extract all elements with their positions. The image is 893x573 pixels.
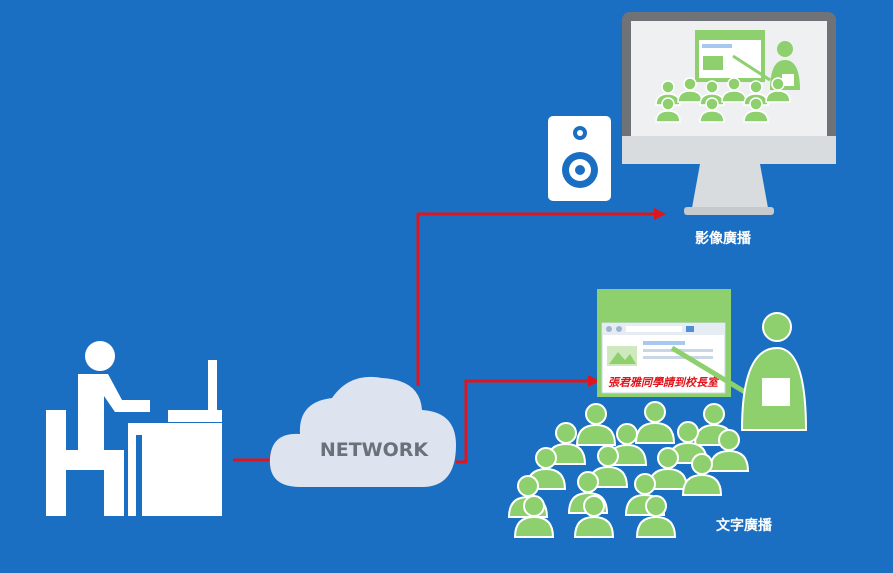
network-label: NETWORK bbox=[320, 439, 430, 461]
scrolling-text: 張君雅同學請到校長室 bbox=[608, 376, 720, 389]
monitor-icon bbox=[622, 12, 836, 215]
text-broadcast-label: 文字廣播 bbox=[716, 518, 772, 534]
audience-icon bbox=[508, 401, 749, 538]
speaker-icon bbox=[548, 116, 611, 201]
flow-arrows bbox=[233, 212, 655, 464]
video-broadcast-label: 影像廣播 bbox=[695, 231, 751, 247]
desk-worker-icon bbox=[46, 341, 222, 516]
network-cloud-icon: NETWORK bbox=[269, 376, 456, 487]
teacher-icon bbox=[670, 312, 808, 431]
text-broadcast-board: 張君雅同學請到校長室 bbox=[597, 289, 731, 397]
